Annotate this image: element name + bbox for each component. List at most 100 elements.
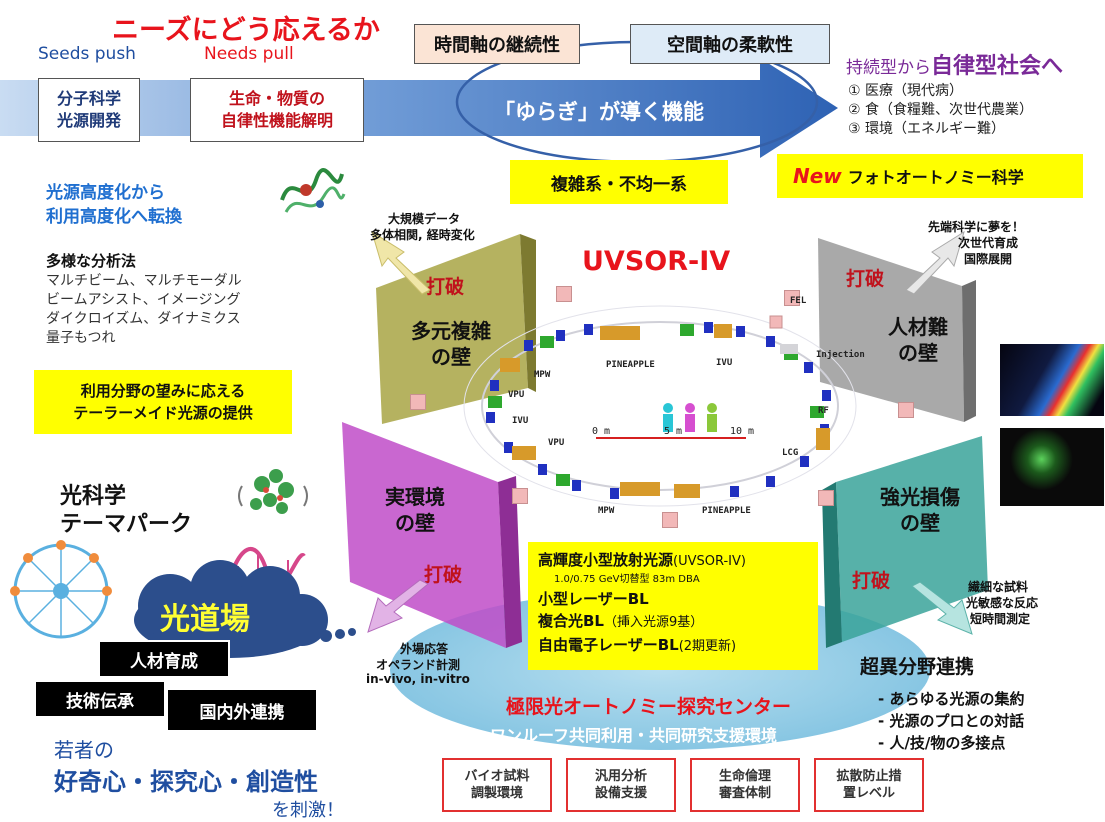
society-prefix: 持続型から [846,58,931,78]
facility-line4: 複合光BL [538,612,604,630]
molecular-science-box: 分子科学 光源開発 [38,78,140,142]
ring-label-rf: RF [818,406,829,416]
wall-multi-complex-label: 多元複雑 の壁 [396,318,506,370]
analysis-line-1: マルチビーム、マルチモーダル [46,273,242,289]
arrow-top-left [371,230,431,295]
support-analysis-line2: 設備支援 [594,786,647,801]
support-bio-line1: バイオ試料 [464,769,530,784]
molecule-cluster-icon [238,469,308,514]
arrow-bottom-right [911,581,973,635]
wall-real-line2: の壁 [395,511,435,535]
analysis-line-3: ダイクロイズム、ダイナミクス [46,311,241,327]
arrow-bl-line3: in-vivo, in-vitro [366,672,470,686]
fluctuation-function-label: 「ゆらぎ」が導く機能 [494,100,704,124]
support-ethics-line1: 生命倫理 [718,769,771,784]
beamline-cube [784,290,800,306]
collab-item-1: - あらゆる光源の集約 [878,690,1025,708]
theme-park-line1: 光科学 [60,484,127,509]
ring-label-pineapple-bottom: PINEAPPLE [702,506,751,516]
arrow-tl-line1: 大規模データ [388,212,461,226]
life-matter-line2: 自律性機能解明 [220,111,333,130]
ring-label-mpw-bottom: MPW [598,506,615,516]
wall-real-label: 実環境 の壁 [360,484,470,536]
arrow-bottom-left [367,579,429,633]
beamline-cube [818,490,834,506]
arrow-bl-line1: 外場応答 [400,642,449,656]
analysis-methods-title: 多様な分析法 [46,252,137,270]
collab-item-3: - 人/技/物の多接点 [878,734,1006,752]
theme-park-line2: テーマパーク [60,512,193,537]
protein-structure-icon [280,168,346,213]
space-axis-box: 空間軸の柔軟性 [630,24,830,64]
complex-system-label: 複雑系・不均一系 [551,174,687,195]
curiosity-label: 好奇心・探究心・創造性 [54,768,318,796]
arrow-br-line2: 光敏感な反応 [966,596,1039,610]
wall-human-label: 人材難 の壁 [868,314,968,366]
arrow-tl-line2: 多体相関, 経時変化 [370,228,475,242]
molecular-science-line2: 光源開発 [56,111,121,130]
seeds-push-label: Seeds push [38,44,136,64]
ring-label-mpw-top: MPW [534,370,551,380]
arrow-tr-line1: 先端科学に夢を！ [928,220,1025,234]
tag-collaboration-label: 国内外連携 [199,702,285,723]
laser-photo-2 [1000,428,1104,506]
molecular-science-line1: 分子科学 [56,89,121,108]
scale-label-0: 0 m [592,426,611,437]
ring-label-ivu-left: IVU [512,416,529,426]
ring-label-injection: Injection [816,350,865,360]
facility-line2: 1.0/0.75 GeV切替型 83m DBA [554,574,700,585]
support-containment-line2: 置レベル [842,786,895,801]
shift-text-line1: 光源高度化から [46,183,165,203]
wall-light-damage [822,436,988,648]
time-axis-box: 時間軸の継続性 [414,24,580,64]
scale-label-10: 10 m [730,426,755,437]
facility-line1-suffix: (UVSOR-IV) [673,554,746,569]
wall-damage-label: 強光損傷 の壁 [860,484,980,536]
new-badge: New [793,164,842,188]
arrow-top-right [905,230,965,295]
beamline-cube [410,394,426,410]
facility-line1: 高輝度小型放射光源 [538,551,674,569]
arrow-bl-line2: オペランド計測 [376,658,461,672]
arrow-br-line3: 短時間測定 [970,612,1031,626]
tag-collaboration: 国内外連携 [166,688,318,732]
scale-label-5: 5 m [664,426,683,437]
facility-line4-suffix: （挿入光源9基） [604,615,704,630]
collab-item-2: - 光源のプロとの対話 [878,712,1025,730]
wall-human-line1: 人材難 [888,315,948,339]
wall-real-line1: 実環境 [385,485,445,509]
stimulate-label: を刺激！ [272,800,344,821]
arrow-tr-line3: 国際展開 [964,252,1013,266]
ring-label-lcg: LCG [782,448,799,458]
center-subtitle: ワンルーフ共同利用・共同研究支援環境 [490,726,778,745]
laser-photo-1 [1000,344,1104,416]
ring-label-pineapple-top: PINEAPPLE [606,360,655,370]
society-item-2: ② 食（食糧難、次世代農業） [848,102,1034,118]
analysis-line-4: 量子もつれ [46,330,116,346]
ring-label-vpu-left: VPU [508,390,525,400]
society-item-3: ③ 環境（エネルギー難） [848,121,1006,137]
tag-human-development-label: 人材育成 [130,651,198,672]
center-name: 極限光オートノミー探究センター [506,696,792,718]
photo-autonomy-box: New フォトオートノミー科学 [777,154,1083,198]
wall-human-resources [818,238,976,422]
breach-label-top-left: 打破 [426,276,465,298]
light-dojo-label: 光道場 [160,602,250,637]
tailor-made-box: 利用分野の望みに応える テーラーメイド光源の提供 [34,370,292,434]
facility-line5-suffix: (2期更新) [678,639,737,654]
beamline-cube [556,286,572,302]
space-axis-label: 空間軸の柔軟性 [667,35,793,56]
beamline-cube [512,488,528,504]
beamline-cube [898,402,914,418]
support-box-containment: 拡散防止措 置レベル [814,758,924,812]
support-analysis-line1: 汎用分析 [594,769,647,784]
tag-tech-transfer: 技術伝承 [34,680,166,718]
needs-title: ニーズにどう応えるか [112,15,380,46]
tag-tech-transfer-label: 技術伝承 [66,691,134,712]
wall-multi-line2: の壁 [431,345,471,369]
wall-real-environment [342,422,522,648]
tailor-made-line1: 利用分野の望みに応える [80,382,246,400]
shift-text-line2: 利用高度化へ転換 [46,207,182,227]
collab-title: 超異分野連携 [860,656,975,678]
life-matter-box: 生命・物質の 自律性機能解明 [190,78,364,142]
